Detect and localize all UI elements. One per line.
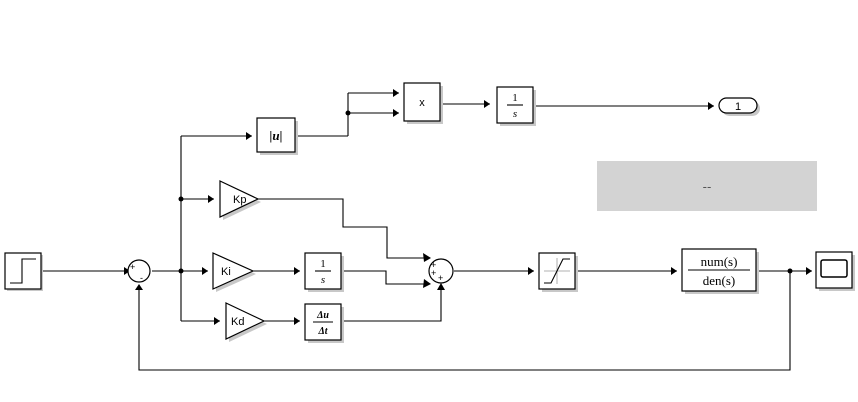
integrator-top-block[interactable]: 1 s [496,86,536,126]
transfer-fcn-den: den(s) [703,273,736,288]
gain-kp-label: Kp [233,194,246,206]
sum-error-minus: - [140,273,143,283]
abs-label: |u| [270,128,283,143]
sum-pid-sign-b: + [431,268,436,278]
derivative-den: Δt [317,326,328,337]
abs-block[interactable]: |u| [256,117,298,155]
product-label: x [419,97,425,109]
product-block[interactable]: x [403,82,443,124]
annotation-text: -- [703,179,712,194]
gain-ki-block[interactable]: Ki [212,252,256,292]
annotation-box[interactable]: -- [597,161,817,211]
sum-error-block[interactable]: + - [127,259,151,283]
outport-label: 1 [735,101,741,113]
step-block[interactable] [4,252,43,291]
integrator-mid-num: 1 [320,258,326,270]
gain-ki-label: Ki [221,266,231,278]
integrator-top-num: 1 [512,92,518,104]
signal-lines [42,92,812,371]
saturation-block[interactable] [538,252,578,292]
transfer-fcn-num: num(s) [701,254,738,269]
integrator-mid-block[interactable]: 1 s [304,252,344,292]
gain-kd-block[interactable]: Kd [225,302,267,342]
sum-pid-block[interactable]: + + + [428,258,454,284]
integrator-mid-den: s [321,274,325,286]
sum-pid-sign-c: + [438,273,443,283]
outport-block[interactable]: 1 [718,97,760,116]
branch-points [178,110,793,274]
arrow-heads [124,89,812,325]
scope-block[interactable] [815,251,855,291]
gain-kd-label: Kd [231,316,244,328]
derivative-num: Δu [316,310,329,321]
gain-kp-block[interactable]: Kp [219,180,261,220]
derivative-block[interactable]: Δu Δt [304,303,344,343]
scope-screen-icon [820,259,848,278]
sum-error-plus: + [130,262,135,272]
sum-pid-sign-a: + [431,260,436,270]
transfer-fcn-block[interactable]: num(s) den(s) [681,248,759,294]
integrator-top-den: s [513,108,517,120]
